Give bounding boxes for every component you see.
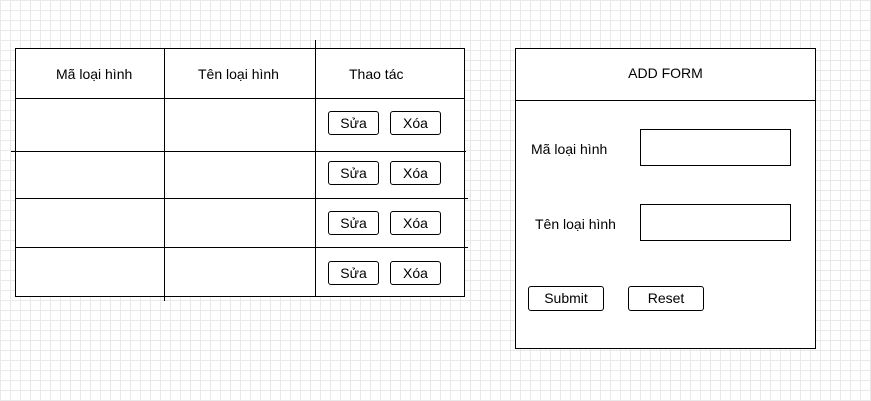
header-divider: [15, 98, 465, 99]
edit-button[interactable]: Sửa: [328, 111, 379, 135]
delete-button[interactable]: Xóa: [390, 211, 441, 235]
header-ma-loai-hinh: Mã loại hình: [56, 66, 133, 82]
header-ten-loai-hinh: Tên loại hình: [198, 66, 279, 82]
row-divider: [11, 151, 466, 152]
delete-button[interactable]: Xóa: [390, 161, 441, 185]
delete-button[interactable]: Xóa: [390, 111, 441, 135]
form-title: ADD FORM: [628, 65, 703, 81]
edit-button[interactable]: Sửa: [328, 161, 379, 185]
ma-loai-hinh-label: Mã loại hình: [531, 141, 608, 157]
delete-button[interactable]: Xóa: [390, 261, 441, 285]
form-title-divider: [515, 100, 816, 101]
ten-loai-hinh-label: Tên loại hình: [535, 216, 616, 232]
header-thao-tac: Thao tác: [349, 66, 404, 82]
edit-button[interactable]: Sửa: [328, 261, 379, 285]
submit-button[interactable]: Submit: [528, 286, 604, 311]
column-divider: [164, 48, 165, 301]
ten-loai-hinh-input[interactable]: [640, 204, 791, 241]
column-divider: [315, 40, 316, 297]
reset-button[interactable]: Reset: [628, 286, 704, 311]
edit-button[interactable]: Sửa: [328, 211, 379, 235]
ma-loai-hinh-input[interactable]: [640, 129, 791, 166]
row-divider: [15, 247, 468, 248]
row-divider: [15, 198, 468, 199]
